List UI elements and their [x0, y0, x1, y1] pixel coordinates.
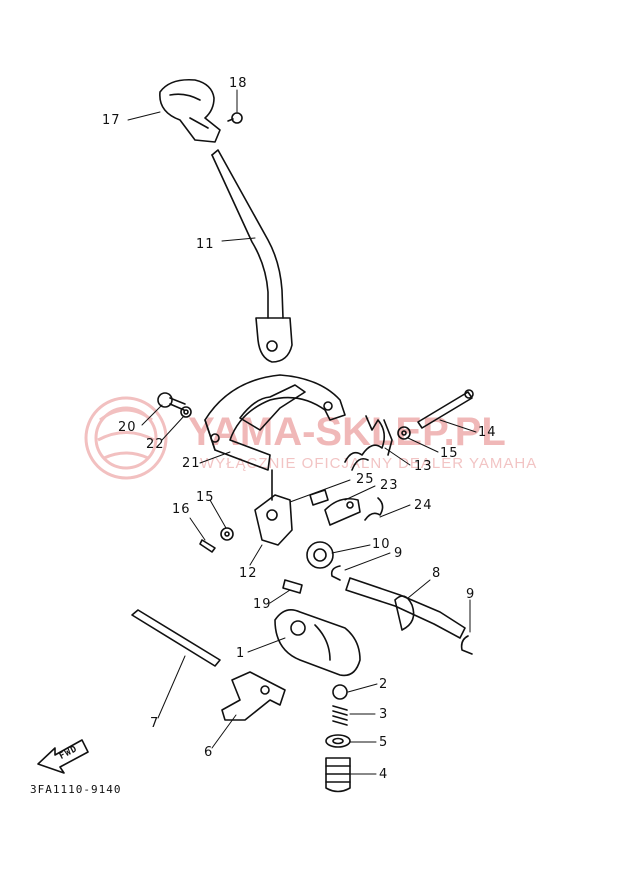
callout-22: 22 — [146, 437, 165, 452]
shift-lever — [211, 149, 293, 363]
stopper-lever — [324, 497, 361, 526]
circlip-lower — [460, 635, 473, 655]
callout-21: 21 — [182, 456, 201, 471]
callout-9-lower: 9 — [466, 587, 476, 602]
detent-plug — [325, 757, 351, 793]
callout-1: 1 — [236, 646, 246, 661]
callout-7: 7 — [150, 716, 160, 731]
gate-bolt — [157, 392, 186, 411]
shift-shaft — [345, 577, 466, 639]
knob-bolt — [227, 112, 243, 124]
callout-12: 12 — [239, 566, 258, 581]
callout-19: 19 — [253, 597, 272, 612]
callout-6: 6 — [204, 745, 214, 760]
cotter-pin — [199, 539, 216, 553]
callout-20: 20 — [118, 420, 137, 435]
circlip-upper — [330, 565, 341, 581]
shift-fork — [221, 671, 286, 721]
watermark-tagline: WYŁĄCZNIE OFICJALNY DEALER YAMAHA — [200, 455, 538, 472]
callout-23: 23 — [380, 478, 399, 493]
callout-17: 17 — [102, 113, 121, 128]
shift-knob — [159, 78, 221, 143]
callout-15-arm: 15 — [196, 490, 215, 505]
callout-14: 14 — [478, 425, 497, 440]
fork-shaft — [131, 609, 221, 667]
segment-screw — [282, 579, 303, 594]
callout-24: 24 — [414, 498, 433, 513]
return-spring — [344, 415, 393, 471]
callout-15-top: 15 — [440, 446, 459, 461]
callout-18: 18 — [229, 76, 248, 91]
detent-spring — [332, 705, 348, 726]
stopper-spring — [364, 497, 384, 521]
callout-2: 2 — [379, 677, 389, 692]
callout-13: 13 — [414, 459, 433, 474]
callout-10: 10 — [372, 537, 391, 552]
detent-ball — [332, 684, 348, 700]
diagram-code: 3FA1110-9140 — [30, 783, 122, 796]
shift-drum — [274, 609, 361, 677]
callout-9-upper: 9 — [394, 546, 404, 561]
callout-11: 11 — [196, 237, 215, 252]
callout-5: 5 — [379, 735, 389, 750]
callout-8: 8 — [432, 566, 442, 581]
callout-3: 3 — [379, 707, 389, 722]
gasket-washer — [325, 734, 351, 748]
callout-16: 16 — [172, 502, 191, 517]
pivot-pin — [417, 389, 474, 429]
stopper-bolt — [309, 489, 329, 506]
arm-washer — [220, 527, 234, 541]
pin-washer-top — [397, 426, 411, 440]
callout-4: 4 — [379, 767, 389, 782]
callout-25: 25 — [356, 472, 375, 487]
gate-washer — [180, 406, 192, 418]
shift-gate — [204, 374, 346, 471]
shift-arm — [254, 469, 293, 546]
shaft-bearing — [306, 541, 334, 569]
fwd-arrow-icon — [37, 739, 89, 774]
